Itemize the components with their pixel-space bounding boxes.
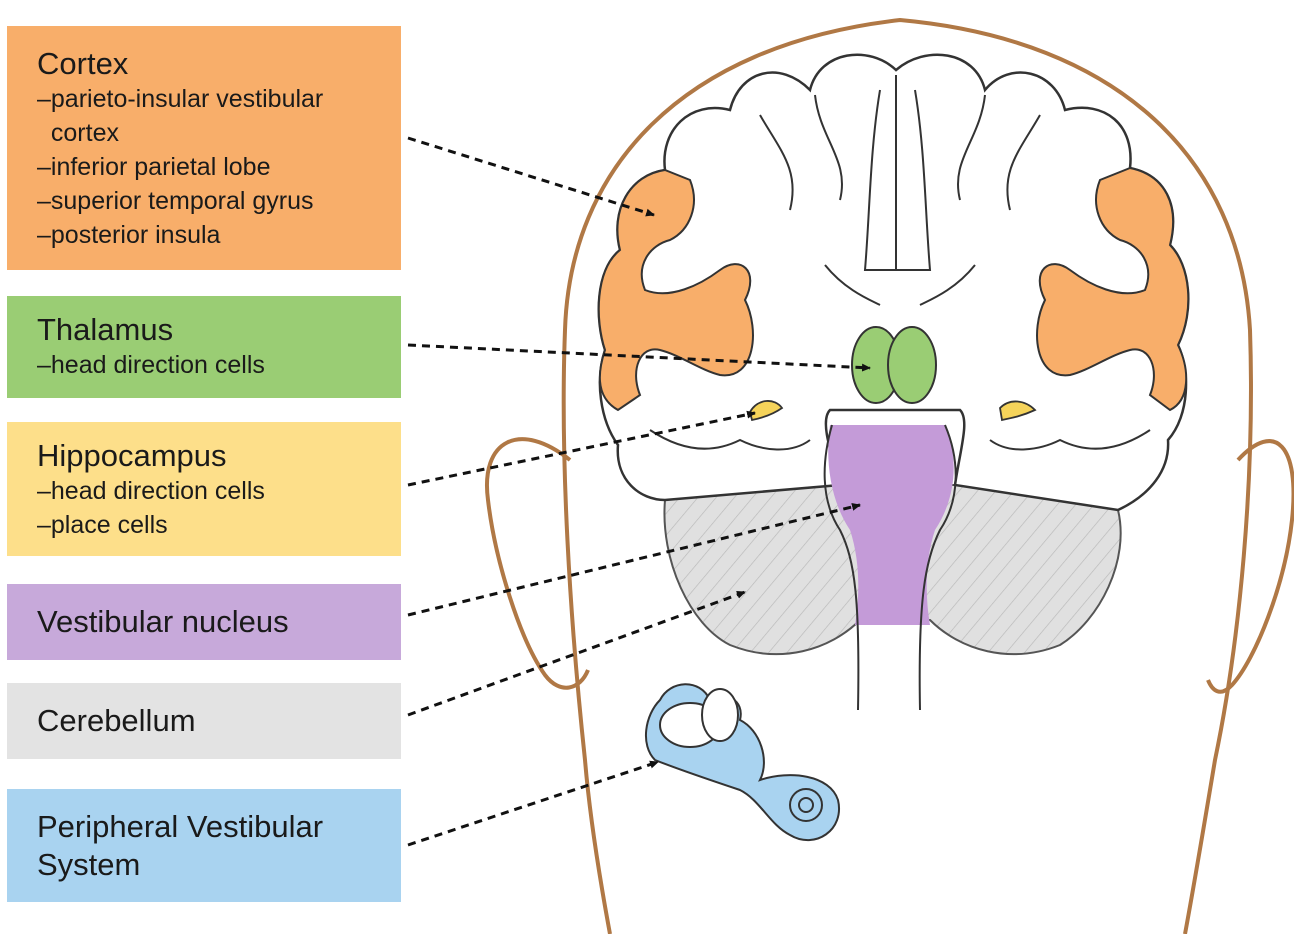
label-line: cortex	[37, 116, 401, 150]
label-line: –head direction cells	[37, 474, 401, 508]
label-line: –inferior parietal lobe	[37, 150, 401, 184]
label-thalamus: Thalamus –head direction cells	[7, 296, 401, 398]
inner-ear	[646, 684, 839, 840]
arrow-peripheral	[408, 762, 658, 845]
label-cortex: Cortex –parieto-insular vestibular corte…	[7, 26, 401, 270]
label-line: –head direction cells	[37, 348, 401, 382]
thalamus-region	[852, 327, 936, 403]
label-title: Cortex	[37, 46, 401, 82]
label-title: Vestibular nucleus	[37, 604, 289, 640]
arrow-cortex	[408, 138, 654, 215]
label-line: –posterior insula	[37, 218, 401, 252]
label-line: –place cells	[37, 508, 401, 542]
label-peripheral-vestibular-system: Peripheral Vestibular System	[7, 789, 401, 902]
label-title: Peripheral Vestibular System	[37, 808, 323, 884]
label-title: Cerebellum	[37, 703, 196, 739]
label-line: –parieto-insular vestibular	[37, 82, 401, 116]
label-hippocampus: Hippocampus –head direction cells –place…	[7, 422, 401, 556]
label-title: Thalamus	[37, 312, 401, 348]
label-cerebellum: Cerebellum	[7, 683, 401, 759]
label-line: –superior temporal gyrus	[37, 184, 401, 218]
label-title: Hippocampus	[37, 438, 401, 474]
label-vestibular-nucleus: Vestibular nucleus	[7, 584, 401, 660]
